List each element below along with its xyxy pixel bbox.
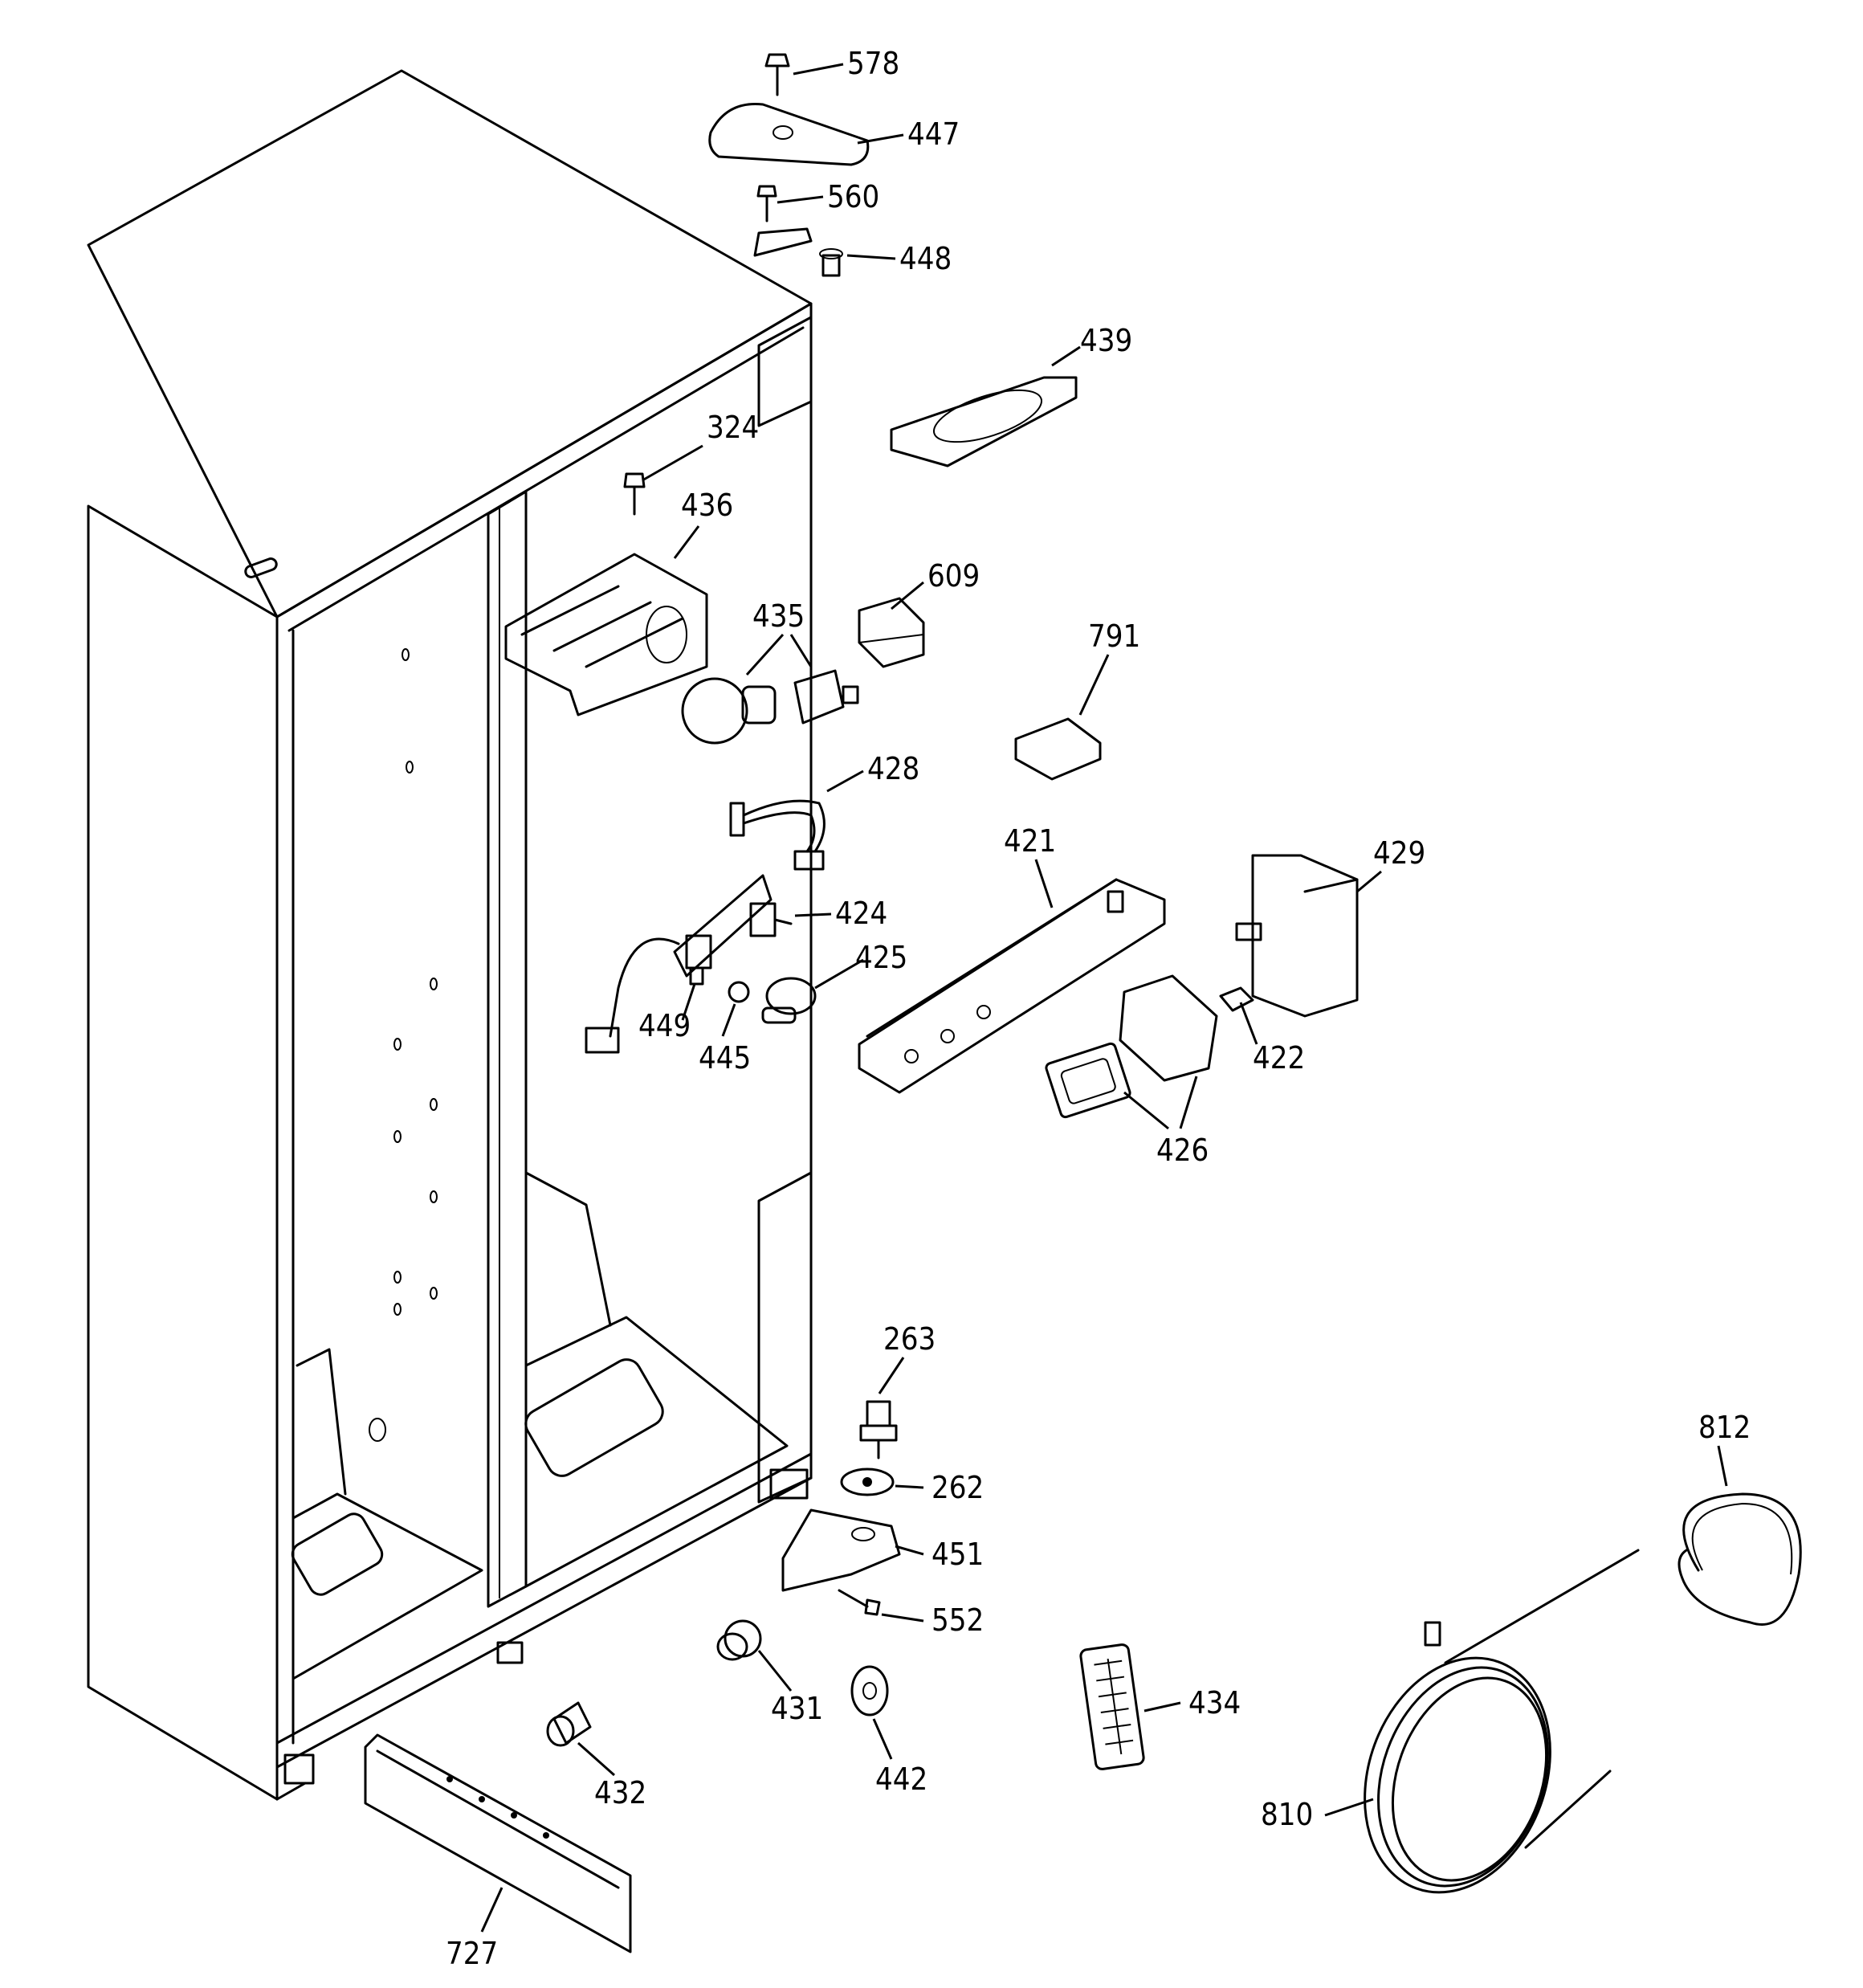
- cabinet-bottom-corner: [275, 1782, 307, 1801]
- callout-447: 447: [907, 116, 960, 152]
- fresh-food-liner-bottom: [524, 1316, 789, 1588]
- cabinet-front-inner-top: [287, 326, 805, 632]
- part-431-plug: [716, 1619, 762, 1661]
- cabinet-bottom-rail: [275, 1452, 813, 1769]
- part-552-screw: [838, 1589, 881, 1616]
- callout-435: 435: [752, 598, 805, 634]
- part-451-bottom-hinge: [781, 1508, 901, 1592]
- part-448-top-hinge: [753, 227, 843, 277]
- center-bottom-foot: [496, 1641, 524, 1664]
- callout-442: 442: [875, 1761, 927, 1797]
- top-slot: [244, 557, 278, 578]
- callout-424: 424: [835, 896, 887, 931]
- fresh-food-duct: [524, 1171, 612, 1327]
- part-439-tray: [890, 376, 1078, 467]
- callout-451: 451: [932, 1537, 984, 1572]
- callout-445: 445: [699, 1040, 751, 1076]
- callout-791: 791: [1088, 618, 1140, 654]
- freezer-liner-bottom: [291, 1492, 483, 1680]
- leader-lines: [480, 63, 1728, 1933]
- part-727-kickplate: [364, 1733, 632, 1953]
- callout-429: 429: [1373, 835, 1425, 871]
- part-421-control-housing: [858, 878, 1166, 1094]
- callout-578: 578: [847, 46, 899, 81]
- part-425-knob: [761, 977, 817, 1024]
- part-263-hinge-pin: [859, 1400, 898, 1459]
- callout-263: 263: [883, 1321, 936, 1357]
- part-449-shaft: [689, 966, 704, 986]
- part-434-vent-grille: [1079, 1643, 1145, 1770]
- callout-552: 552: [932, 1602, 984, 1638]
- freezer-floor-recess: [291, 1512, 384, 1596]
- callout-810: 810: [1261, 1797, 1313, 1832]
- callout-812: 812: [1698, 1410, 1751, 1445]
- part-436-light-housing: [504, 553, 708, 716]
- refrigerator-cabinet: [87, 69, 813, 1801]
- callout-727: 727: [446, 1936, 498, 1971]
- part-812-o-ring: [1678, 1492, 1802, 1626]
- cabinet-left-side: [87, 504, 279, 1801]
- callout-436: 436: [681, 488, 733, 523]
- part-791-cap: [1014, 717, 1102, 781]
- callout-425: 425: [855, 940, 907, 975]
- part-445-bushing: [728, 981, 750, 1003]
- callout-432: 432: [594, 1775, 646, 1810]
- callout-448: 448: [899, 241, 952, 276]
- part-428-wire-harness: [729, 799, 826, 871]
- callout-labels: 578 447 560 448 439 324 436 609 435 791 …: [446, 46, 1751, 1971]
- callout-428: 428: [867, 751, 919, 786]
- callout-439: 439: [1080, 323, 1132, 358]
- bottom-left-bracket: [283, 1753, 315, 1785]
- part-262-hinge-shim: [840, 1468, 895, 1496]
- right-lower-flange: [757, 1171, 813, 1504]
- callout-262: 262: [932, 1470, 984, 1505]
- part-324-screw: [623, 472, 646, 516]
- part-442-cap: [850, 1665, 889, 1717]
- part-435-bulb-and-socket: [681, 669, 859, 745]
- callout-449: 449: [638, 1008, 691, 1043]
- callout-609: 609: [927, 558, 980, 594]
- part-609-switch: [858, 597, 925, 668]
- freezer-wall-holes: [369, 648, 438, 1442]
- part-426-light-lens: [1045, 974, 1218, 1119]
- part-447-hinge-cover: [708, 102, 870, 166]
- callout-560: 560: [827, 179, 879, 214]
- callout-324: 324: [707, 410, 759, 445]
- part-810-water-tubing: [1364, 1549, 1640, 1894]
- callout-421: 421: [1004, 823, 1056, 859]
- bottom-right-bracket: [769, 1468, 809, 1500]
- callout-434: 434: [1188, 1685, 1241, 1721]
- callout-431: 431: [771, 1691, 823, 1726]
- callout-426: 426: [1156, 1133, 1209, 1168]
- right-upper-flange: [757, 316, 813, 427]
- part-429-box: [1235, 854, 1359, 1018]
- part-578-screw: [764, 53, 790, 96]
- fresh-food-floor-recess: [524, 1358, 664, 1477]
- freezer-duct-left: [296, 1348, 347, 1496]
- part-422-clip: [1219, 986, 1254, 1012]
- callout-422: 422: [1253, 1040, 1305, 1076]
- cabinet-front-top-edge: [275, 302, 813, 1480]
- part-432-bushing: [546, 1701, 592, 1747]
- part-560-screw: [756, 185, 777, 222]
- part-424-control-assembly: [585, 874, 793, 1054]
